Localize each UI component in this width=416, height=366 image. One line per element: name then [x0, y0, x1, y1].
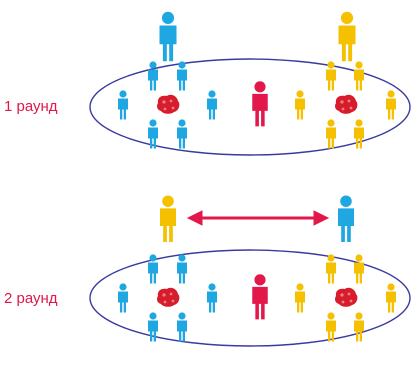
field-ellipse-round-2	[89, 249, 411, 347]
ball-icon	[335, 287, 358, 307]
double-arrow-icon	[186, 210, 330, 226]
team-b-standby-player	[338, 11, 356, 62]
ball-icon	[157, 94, 180, 114]
round-1-label: 1 раунд	[4, 98, 58, 115]
ball-icon	[335, 94, 358, 114]
team-a-swapped-player	[160, 195, 176, 242]
ball-icon	[157, 287, 180, 307]
team-a-standby-player	[159, 11, 177, 62]
referee-round-2	[252, 274, 268, 320]
team-b-swapped-player	[338, 195, 354, 242]
round-2-label: 2 раунд	[4, 290, 58, 307]
referee-round-1	[252, 81, 268, 127]
field-ellipse-round-1	[89, 58, 411, 156]
